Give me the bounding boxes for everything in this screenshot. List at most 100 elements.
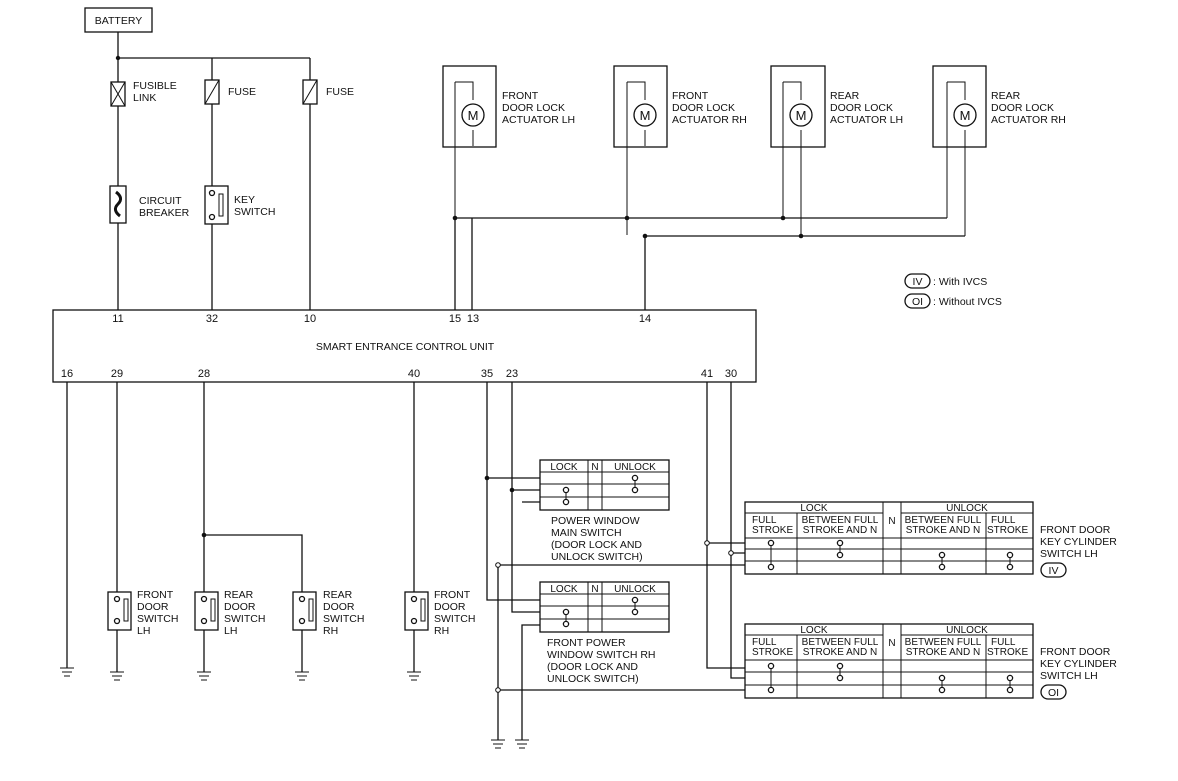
fpw-label: (DOOR LOCK AND <box>547 661 638 673</box>
pin-23: 23 <box>506 368 518 380</box>
fusible-link-label-1: FUSIBLE <box>133 80 177 92</box>
actuator-label: FRONT <box>672 90 709 102</box>
pwm-label: POWER WINDOW <box>551 515 640 527</box>
ground-icon <box>295 671 309 681</box>
key-switch <box>204 185 229 225</box>
door-switch-label: LH <box>137 625 150 637</box>
kc-col-label: FULL <box>991 637 1016 648</box>
pin-10: 10 <box>304 313 316 325</box>
door-switch-label: SWITCH <box>224 613 265 625</box>
door-lock-actuators: M FRONT DOOR LOCK ACTUATOR LH M FRONT DO… <box>442 65 1066 310</box>
ground-icon <box>491 739 505 749</box>
actuator-label: ACTUATOR RH <box>672 114 747 126</box>
pwm-label: (DOOR LOCK AND <box>551 539 642 551</box>
kc-label: SWITCH LH <box>1040 670 1098 682</box>
fpw-header-unlock: UNLOCK <box>614 584 656 595</box>
pwm-header-n: N <box>591 462 598 473</box>
actuator-label: DOOR LOCK <box>830 102 893 114</box>
door-switch-label: DOOR <box>224 601 256 613</box>
pin-40: 40 <box>408 368 420 380</box>
motor-symbol: M <box>468 108 479 123</box>
kc-col-label: STROKE AND N <box>803 647 877 658</box>
battery-box <box>84 7 153 33</box>
variant-code-oi: OI <box>1048 687 1059 699</box>
door-switch-label: FRONT <box>434 589 471 601</box>
lower-wiring <box>66 382 745 740</box>
door-switch-label: RH <box>434 625 449 637</box>
actuator-label: DOOR LOCK <box>502 102 565 114</box>
door-switch-label: SWITCH <box>323 613 364 625</box>
door-switch-label: SWITCH <box>137 613 178 625</box>
pwm-header-unlock: UNLOCK <box>614 462 656 473</box>
kc-col-label: BETWEEN FULL <box>802 515 879 526</box>
power-window-main-switch: LOCK N UNLOCK <box>539 459 670 511</box>
key-cylinder-switch-iv: LOCK N UNLOCK FULL STROKE BETWEEN FULL S… <box>744 501 1034 575</box>
pin-11: 11 <box>112 313 123 325</box>
door-switch-front-lh <box>107 591 132 631</box>
kc-label: FRONT DOOR <box>1040 646 1111 658</box>
legend-badge-iv <box>904 273 931 289</box>
door-switch-label: DOOR <box>434 601 466 613</box>
circuit-breaker-label-1: CIRCUIT <box>139 195 182 207</box>
kc-col-label: STROKE AND N <box>906 647 980 658</box>
fuse-2-label: FUSE <box>326 86 354 98</box>
kc-unlock-header: UNLOCK <box>946 625 988 636</box>
actuator-label: DOOR LOCK <box>991 102 1054 114</box>
pwm-label: MAIN SWITCH <box>551 527 622 539</box>
front-power-window-switch-rh: LOCK N UNLOCK <box>539 581 670 633</box>
door-switch-front-rh <box>404 591 429 631</box>
motor-symbol: M <box>640 108 651 123</box>
smart-entrance-control-unit: SMART ENTRANCE CONTROL UNIT 11 32 10 15 … <box>52 309 757 383</box>
legend-badge-oi <box>904 293 931 309</box>
actuator-label: DOOR LOCK <box>672 102 735 114</box>
actuator-rear-lh: M <box>770 65 826 236</box>
pin-35: 35 <box>481 368 493 380</box>
pin-13: 13 <box>467 313 479 325</box>
ground-icon <box>515 739 529 749</box>
fpw-label: WINDOW SWITCH RH <box>547 649 655 661</box>
door-switch-label: FRONT <box>137 589 174 601</box>
kc-col-label: BETWEEN FULL <box>905 515 982 526</box>
fpw-header-n: N <box>591 584 598 595</box>
kc-col-label: FULL <box>752 637 777 648</box>
door-switches: FRONT DOOR SWITCH LH REAR DOOR SWITCH LH… <box>107 589 475 637</box>
actuator-label: ACTUATOR RH <box>991 114 1066 126</box>
motor-symbol: M <box>796 108 807 123</box>
ground-icon <box>60 667 74 677</box>
legend-code-iv: IV <box>913 276 923 288</box>
kc-label: FRONT DOOR <box>1040 524 1111 536</box>
fusible-link <box>110 81 126 107</box>
power-supply: BATTERY FUSIBLE LINK CIRCUIT BREAKER FUS… <box>84 7 354 310</box>
fpw-label: UNLOCK SWITCH) <box>547 673 639 685</box>
door-switch-label: REAR <box>323 589 353 601</box>
variant-badge-oi <box>1040 684 1067 700</box>
motor-symbol: M <box>960 108 971 123</box>
ground-icon <box>197 671 211 681</box>
pin-14: 14 <box>639 313 651 325</box>
circuit-breaker <box>109 185 127 224</box>
kc-col-label: BETWEEN FULL <box>905 637 982 648</box>
legend-code-oi: OI <box>912 296 923 308</box>
door-switch-label: DOOR <box>137 601 169 613</box>
variant-badge-iv <box>1040 562 1067 578</box>
door-switch-label: RH <box>323 625 338 637</box>
kc-label: KEY CYLINDER <box>1040 658 1117 670</box>
ground-icon <box>110 671 124 681</box>
kc-col-label: STROKE <box>752 647 793 658</box>
pin-29: 29 <box>111 368 123 380</box>
actuator-label: ACTUATOR LH <box>830 114 903 126</box>
door-switch-rear-rh <box>292 591 317 631</box>
key-switch-label-2: SWITCH <box>234 206 275 218</box>
actuator-label: ACTUATOR LH <box>502 114 575 126</box>
door-switch-rear-lh <box>194 591 219 631</box>
door-switch-label: LH <box>224 625 237 637</box>
kc-col-label: FULL <box>991 515 1016 526</box>
kc-col-label: STROKE <box>752 525 793 536</box>
kc-lock-header: LOCK <box>800 625 828 636</box>
door-switch-label: DOOR <box>323 601 355 613</box>
fusible-link-label-2: LINK <box>133 92 156 104</box>
pwm-header-lock: LOCK <box>550 462 578 473</box>
kc-label: KEY CYLINDER <box>1040 536 1117 548</box>
actuator-rear-rh: M <box>932 65 987 236</box>
door-switch-label: REAR <box>224 589 254 601</box>
